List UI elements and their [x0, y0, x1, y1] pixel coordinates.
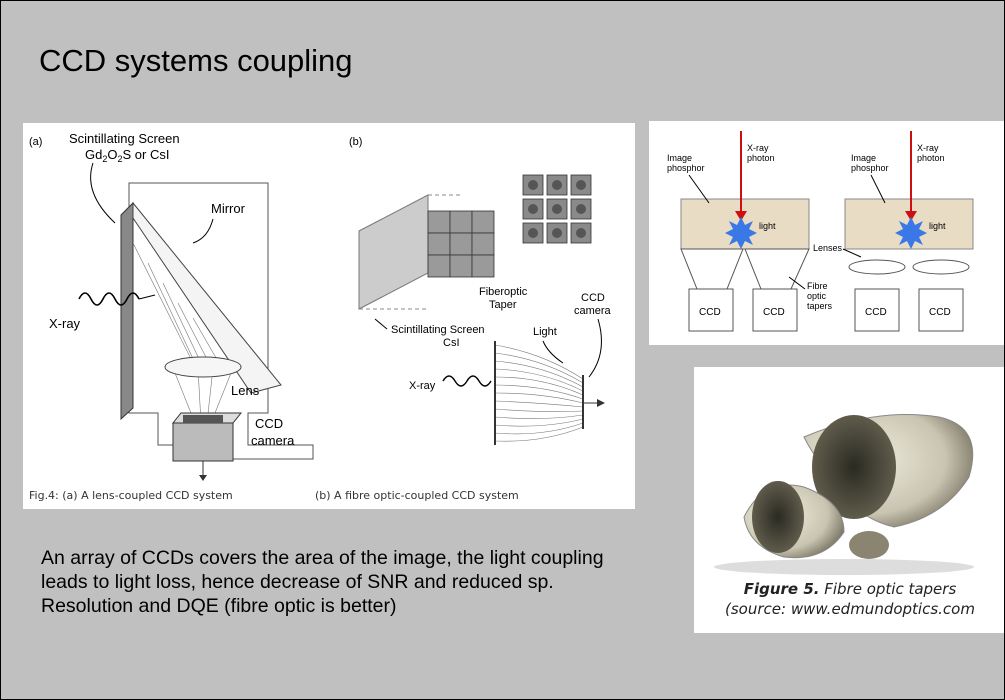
lens-right	[912, 259, 970, 275]
light-pointer	[542, 340, 564, 364]
ccd-lens-dots	[528, 180, 586, 238]
fig4-caption-a: Fig.4: (a) A lens-coupled CCD system	[29, 489, 233, 502]
phosphor-left-pointer	[688, 174, 710, 204]
ccd-box-3-label: CCD	[865, 307, 887, 318]
fig5-caption-bold: Figure 5.	[743, 580, 820, 598]
body-text: An array of CCDs covers the area of the …	[41, 547, 604, 617]
ccd-box-1	[688, 288, 734, 332]
fig4-caption-b: (b) A fibre optic-coupled CCD system	[315, 489, 519, 502]
fibre-label-1: Fibre	[807, 281, 828, 291]
light-label: Light	[533, 326, 557, 338]
scintillating-screen-label: Scintillating Screen	[69, 131, 180, 146]
fibre-label-3: tapers	[807, 301, 833, 311]
ccd-cube-array	[522, 174, 592, 244]
fig5-caption-line-1: Figure 5. Fibre optic tapers	[694, 579, 1004, 599]
ccd-box-2-label: CCD	[763, 307, 785, 318]
phosphor-taper-lens-diagram: Image phosphor X-ray photon light Image …	[649, 121, 1004, 345]
scint-b-label-1: Scintillating Screen	[391, 324, 485, 336]
ccd-box-1-label: CCD	[699, 307, 721, 318]
ccd-box-4	[918, 288, 964, 332]
image-phosphor-right-label-2: phosphor	[851, 163, 889, 173]
lens-left	[848, 259, 906, 275]
ccd-output-arrow	[199, 475, 207, 481]
xray-wave-a	[78, 292, 140, 306]
lenses-pointer	[842, 248, 862, 258]
mirror-label: Mirror	[211, 201, 246, 216]
ccd-camera-b-label-1: CCD	[581, 292, 605, 304]
housing-outline	[128, 182, 314, 460]
image-phosphor-left	[680, 198, 810, 250]
taper-svg: Image phosphor X-ray photon light Image …	[667, 131, 974, 332]
fibre-taper-1	[680, 248, 744, 290]
fig5-source: (source: www.edmundoptics.com	[725, 600, 975, 618]
fig4-lens-and-fibre-ccd-diagram: (a) Scintillating Screen Gd2O2S or CsI	[23, 123, 635, 509]
taper-end	[849, 531, 889, 559]
fibre-label-2: optic	[807, 291, 827, 301]
image-phosphor-left-label-1: Image	[667, 153, 692, 163]
slide-title: CCD systems coupling	[39, 43, 353, 78]
phosphor-right-pointer	[870, 174, 886, 204]
fig5-caption-rest: Fibre optic tapers	[819, 580, 957, 598]
image-phosphor-right-label-1: Image	[851, 153, 876, 163]
fig5-fibre-optic-tapers-photo: Figure 5. Fibre optic tapers (source: ww…	[694, 367, 1004, 633]
fig5-caption: Figure 5. Fibre optic tapers (source: ww…	[694, 579, 1004, 619]
ccd-camera-b-pointer	[588, 318, 602, 378]
ccd-label: CCD	[255, 416, 283, 431]
light-star-left	[725, 217, 757, 249]
xray-photon-left-1: X-ray	[747, 143, 769, 153]
lenses-label: Lenses	[813, 243, 843, 253]
taper-array	[427, 210, 495, 278]
ccd-camera-b-label-2: camera	[574, 305, 612, 317]
image-phosphor-left-label-2: phosphor	[667, 163, 705, 173]
xray-beam-a	[138, 294, 156, 300]
xray-wave-b	[442, 375, 492, 387]
ccd-box-4-label: CCD	[929, 307, 951, 318]
xray-photon-right-1: X-ray	[917, 143, 939, 153]
ccd-camera-body	[172, 422, 234, 462]
scintillating-screen	[120, 201, 134, 421]
shadow	[714, 559, 974, 575]
fiberoptic-label: Fiberoptic	[479, 286, 528, 298]
camera-label: camera	[251, 433, 295, 448]
large-taper-opening	[812, 415, 896, 519]
fibre-pointer	[788, 276, 806, 290]
panel-a-label: (a)	[29, 136, 42, 148]
ccd-box-3	[854, 288, 900, 332]
scint-b-pointer	[374, 318, 388, 330]
lens-shape	[164, 356, 242, 378]
xray-label-a: X-ray	[49, 316, 81, 331]
ccd-sensor	[183, 415, 223, 423]
lens-label: Lens	[231, 383, 260, 398]
mirror-pointer	[192, 218, 214, 244]
screen-pointer	[90, 162, 116, 224]
taper-label: Taper	[489, 299, 517, 311]
light-left-label: light	[759, 221, 776, 231]
fibre-taper-2	[744, 248, 810, 290]
xray-photon-right-2: photon	[917, 153, 945, 163]
mirror	[132, 201, 282, 394]
small-taper-opening	[752, 481, 804, 553]
ccd-box-2	[752, 288, 798, 332]
light-right-label: light	[929, 221, 946, 231]
screen-material-label: Gd2O2S or CsI	[85, 147, 169, 164]
fig5-photo	[714, 414, 974, 575]
light-star-right	[895, 217, 927, 249]
scintillating-screen-b	[358, 194, 429, 310]
scint-b-label-2: CsI	[443, 337, 460, 349]
xray-arrowhead-left	[735, 211, 747, 221]
fibre-bundle	[494, 344, 584, 442]
xray-label-b: X-ray	[409, 380, 436, 392]
xray-photon-left-2: photon	[747, 153, 775, 163]
fibre-output-arrow	[597, 399, 605, 407]
panel-b-label: (b)	[349, 136, 362, 148]
xray-arrowhead-right	[905, 211, 917, 221]
fig4-svg: (a) Scintillating Screen Gd2O2S or CsI	[29, 131, 612, 502]
